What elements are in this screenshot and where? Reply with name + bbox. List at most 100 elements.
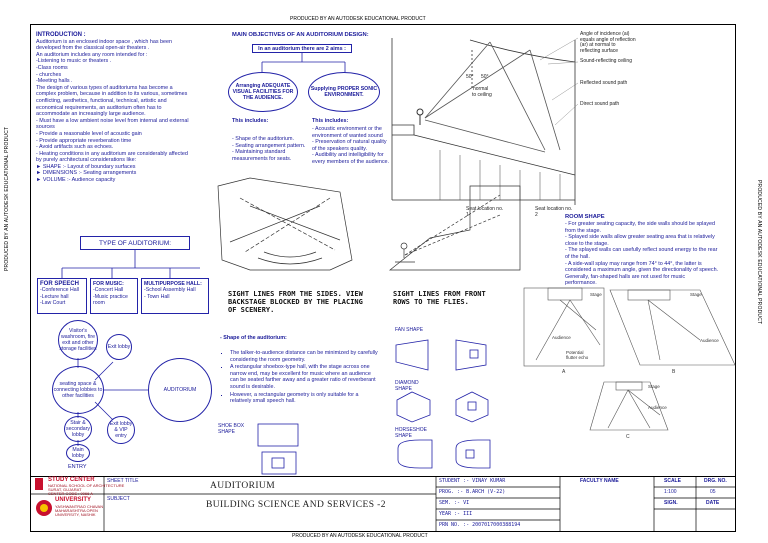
section-seat-2: Seat location no. 2 xyxy=(535,206,573,218)
type-item: -Law Court xyxy=(40,300,66,307)
section-angle-1: 50° xyxy=(466,74,474,80)
intro-line: sources xyxy=(36,124,55,131)
tb-study-center: STUDY CENTER xyxy=(48,477,95,483)
intro-line: ► SHAPE :- Layout of boundary surfaces xyxy=(36,163,136,170)
type-item: -Conference Hall xyxy=(40,287,79,294)
objectives-aims: In an auditorium there are 2 aims : xyxy=(252,44,352,53)
tb-date-label: DATE xyxy=(706,500,720,506)
tb-subject-label: SUBJECT xyxy=(107,496,130,502)
roomshape-line: Generally, fan-shaped halls are not used… xyxy=(565,273,686,280)
tb-sign-label: SIGN. xyxy=(664,500,678,506)
tb-student: STUDENT :- VINAY KUMAR xyxy=(439,478,506,484)
objective-item: - Shape of the auditorium. xyxy=(232,136,295,142)
tb-university: UNIVERSITY xyxy=(55,497,92,503)
intro-line: - Provide appropriate reverberation time xyxy=(36,137,132,144)
tb-scale-label: SCALE xyxy=(664,478,681,484)
objective-item: - Seating arrangement pattern. xyxy=(232,142,306,149)
introduction-block: INTRODUCTION : Auditorium is an enclosed… xyxy=(36,32,214,184)
tb-uni-l1: YASHWANTRAO CHAVAN xyxy=(55,504,104,509)
shape-title: - Shape of the auditorium: xyxy=(220,335,287,341)
top-banner: PRODUCED BY AN AUTODESK EDUCATIONAL PROD… xyxy=(290,16,426,22)
intro-line: complex problem, because in addition to … xyxy=(36,91,188,98)
type-item: -School Assembly Hall xyxy=(144,287,196,294)
tb-sc-l1: NATIONAL SCHOOL OF ARCHITECTURE xyxy=(48,483,125,488)
section-seat-1: Seat location no. 1 xyxy=(466,206,504,218)
room-c-audience: Audience xyxy=(648,405,667,410)
tb-subject: BUILDING SCIENCE AND SERVICES -2 xyxy=(206,500,386,510)
objectives-right-items: - Acoustic environment or the environmen… xyxy=(312,126,389,166)
roomshape-line: - A side-wall splay may range from 74° t… xyxy=(565,260,702,267)
tb-sc-l3: CENTER CODE : 9066 A xyxy=(48,491,93,496)
tb-uni-l2: MAHARASHTRA OPEN xyxy=(55,508,98,513)
objective-item: environment of wanted sound xyxy=(312,132,383,139)
type-item: -Concert Hall xyxy=(93,287,124,294)
intro-line: -Listening to music or theaters . xyxy=(36,58,112,65)
roomshape-line: performance. xyxy=(565,280,597,287)
room-b-audience: Audience xyxy=(700,338,719,343)
section-label-ceiling: Sound-reflecting ceiling xyxy=(580,58,632,64)
types-title: TYPE OF AUDITORIUM: xyxy=(80,236,190,250)
tb-faculty-label: FACULTY NAME xyxy=(580,478,619,484)
diamond-label: DIAMOND SHAPE xyxy=(395,380,419,392)
intro-line: by purely architectural considerations l… xyxy=(36,157,137,164)
intro-line: The design of various types of auditoriu… xyxy=(36,84,173,91)
flow-exit-lobby: Exit lobby xyxy=(106,334,132,360)
tb-prn: PRN NO. :- 2007017000388194 xyxy=(439,522,521,528)
type-item: -Lecture hall xyxy=(40,293,69,300)
section-angle-2: 50° xyxy=(481,74,489,80)
shape-bullet: The talker-to-audience distance can be m… xyxy=(230,350,380,363)
type-item: - Town Hall xyxy=(144,293,170,300)
tb-year: YEAR :- III xyxy=(439,511,473,517)
roomshape-line: considered a maximum angle, given the di… xyxy=(565,267,719,274)
tb-scale-value: 1:100 xyxy=(664,489,677,495)
intro-line: ► DIMENSIONS :- Seating arrangements xyxy=(36,170,137,177)
title-block xyxy=(30,476,736,532)
objective-item: - Maintaining standard xyxy=(232,149,286,156)
includes-right: This includes: xyxy=(312,118,349,124)
tb-uni-l3: UNIVERSITY, NASHIK xyxy=(55,512,96,517)
shape-bullet: A rectangular shoebox-type hall, with th… xyxy=(230,364,380,390)
room-a-letter: A xyxy=(562,369,566,375)
flow-auditorium: AUDITORIUM xyxy=(148,358,212,422)
room-a-flutter: Potential flutter echo xyxy=(566,350,589,360)
objective-item: - Audibility and intelligibility for xyxy=(312,152,384,159)
intro-line: Auditorium is an enclosed indoor space ,… xyxy=(36,38,173,45)
shape-bullet: However, a rectangular geometry is only … xyxy=(230,392,380,405)
room-a-stage: Stage xyxy=(590,292,602,297)
roomshape-title: ROOM SHAPE xyxy=(565,214,605,220)
roomshape-line: - For greater seating capacity, the side… xyxy=(565,221,716,227)
tb-sc-l2: SURAT, GUJARAT xyxy=(48,487,82,492)
roomshape-line: - Splayed side walls allow greater seati… xyxy=(565,234,715,241)
intro-title: INTRODUCTION : xyxy=(36,32,86,38)
objective-sonic: Supplying PROPER SONIC ENVIRONMENT. xyxy=(308,72,380,112)
objective-item: every members of the audience. xyxy=(312,158,390,165)
objective-item: measurements for seats. xyxy=(232,155,292,162)
flow-seating: seating space & connecting lobbies to ot… xyxy=(52,366,104,414)
intro-line: developed from the classical open-air th… xyxy=(36,45,150,52)
objective-item: - Acoustic environment or the xyxy=(312,126,382,132)
room-c-letter: C xyxy=(626,434,630,440)
intro-line: - Provide a reasonable level of acoustic… xyxy=(36,130,142,137)
includes-left: This includes: xyxy=(232,118,269,124)
objective-visual: Arranging ADEQUATE VISUAL FACILITIES FOR… xyxy=(228,72,298,112)
roomshape-line: - The splayed walls can usefully reflect… xyxy=(565,247,718,254)
intro-line: accommodate an increasingly large audien… xyxy=(36,111,146,118)
type-multi-title: MULTIPURPOSE HALL: xyxy=(144,281,202,287)
section-label-incidence: Angle of incidence (ai)equals angle of r… xyxy=(580,31,636,54)
flow-main-lobby: Main lobby xyxy=(66,444,90,462)
intro-line: - Avoid artifacts such as echoes. xyxy=(36,144,114,151)
bottom-banner: PRODUCED BY AN AUTODESK EDUCATIONAL PROD… xyxy=(292,533,428,539)
type-speech-items: -Conference Hall-Lecture hall-Law Court xyxy=(40,287,84,306)
objectives-title: MAIN OBJECTIVES OF AN AUDITORIUM DESIGN: xyxy=(232,32,369,38)
type-speech-title: FOR SPEECH xyxy=(40,281,80,287)
intro-line: -Class rooms xyxy=(36,64,68,71)
